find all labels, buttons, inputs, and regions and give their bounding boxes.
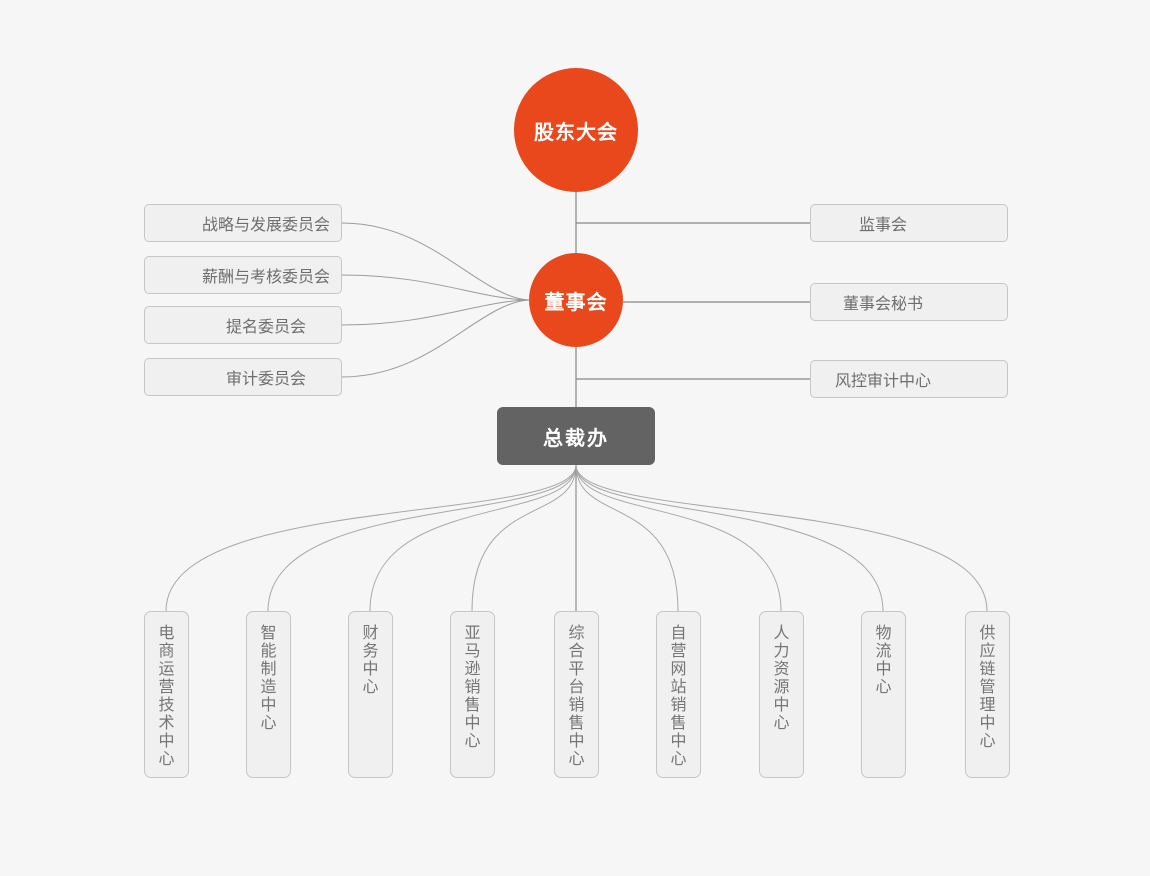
node-label: 股东大会 xyxy=(534,121,618,144)
edge-fan-dept-8 xyxy=(575,464,884,612)
edge-to-audit-committee xyxy=(341,299,530,378)
node-nomination-committee[interactable]: 提名委员会 xyxy=(144,306,342,344)
node-label: 物流中心 xyxy=(875,625,892,696)
node-dept-human-resources-center[interactable]: 人力资源中心 xyxy=(759,611,804,778)
node-supervisory-board[interactable]: 监事会 xyxy=(810,204,1008,242)
edge-fan-dept-6 xyxy=(575,464,679,612)
node-label: 亚马逊销售中心 xyxy=(464,625,481,750)
node-label: 董事会秘书 xyxy=(842,296,923,313)
node-label: 薪酬与考核委员会 xyxy=(201,269,330,286)
node-dept-ecommerce-ops-tech-center[interactable]: 电商运营技术中心 xyxy=(144,611,189,778)
node-compensation-assessment-committee[interactable]: 薪酬与考核委员会 xyxy=(144,256,342,294)
node-dept-intelligent-manufacturing-center[interactable]: 智能制造中心 xyxy=(246,611,291,778)
edge-to-strategy-committee xyxy=(341,222,530,301)
node-label: 人力资源中心 xyxy=(773,625,790,732)
node-dept-logistics-center[interactable]: 物流中心 xyxy=(861,611,906,778)
node-label: 董事会 xyxy=(544,291,608,314)
node-shareholders-meeting[interactable]: 股东大会 xyxy=(514,68,638,192)
edge-fan-dept-3 xyxy=(369,464,577,612)
node-label: 风控审计中心 xyxy=(834,373,931,390)
edge-fan-dept-7 xyxy=(575,464,782,612)
node-board-of-directors[interactable]: 董事会 xyxy=(529,253,623,347)
edge-fan-dept-2 xyxy=(267,464,577,612)
node-dept-finance-center[interactable]: 财务中心 xyxy=(348,611,393,778)
node-dept-supply-chain-management-center[interactable]: 供应链管理中心 xyxy=(965,611,1010,778)
node-dept-amazon-sales-center[interactable]: 亚马逊销售中心 xyxy=(450,611,495,778)
node-president-office[interactable]: 总裁办 xyxy=(497,407,655,465)
node-strategy-development-committee[interactable]: 战略与发展委员会 xyxy=(144,204,342,242)
node-label: 供应链管理中心 xyxy=(979,625,996,750)
node-audit-committee[interactable]: 审计委员会 xyxy=(144,358,342,396)
node-label: 监事会 xyxy=(858,217,907,234)
node-label: 战略与发展委员会 xyxy=(201,217,330,234)
node-label: 综合平台销售中心 xyxy=(568,625,585,768)
node-dept-own-website-sales-center[interactable]: 自营网站销售中心 xyxy=(656,611,701,778)
node-label: 电商运营技术中心 xyxy=(158,625,175,768)
node-label: 审计委员会 xyxy=(225,371,306,388)
node-dept-platform-sales-center[interactable]: 综合平台销售中心 xyxy=(554,611,599,778)
node-label: 自营网站销售中心 xyxy=(670,625,687,768)
edge-fan-dept-1 xyxy=(165,464,577,612)
node-label: 总裁办 xyxy=(543,427,609,450)
edge-to-compensation-committee xyxy=(341,274,530,301)
node-label: 智能制造中心 xyxy=(260,625,277,732)
edge-fan-dept-9 xyxy=(575,464,988,612)
edge-fan-dept-4 xyxy=(471,464,577,612)
node-label: 财务中心 xyxy=(362,625,379,696)
node-risk-control-audit-center[interactable]: 风控审计中心 xyxy=(810,360,1008,398)
edge-to-nomination-committee xyxy=(341,299,530,326)
node-board-secretary[interactable]: 董事会秘书 xyxy=(810,283,1008,321)
node-label: 提名委员会 xyxy=(225,319,306,336)
